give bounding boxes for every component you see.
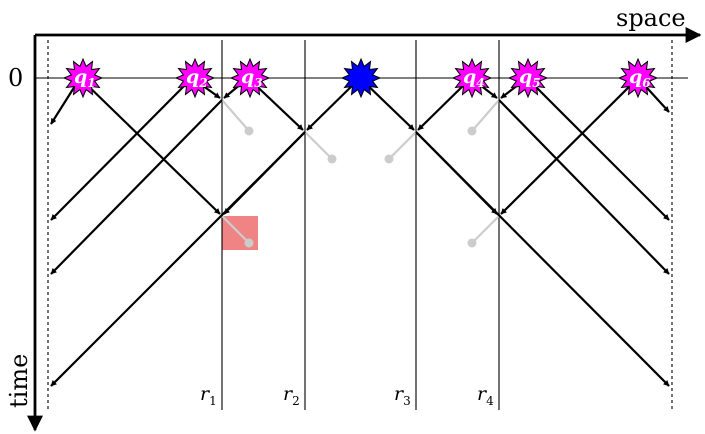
receiver-label-3: r3 <box>394 383 411 408</box>
starburst-shape <box>62 57 104 99</box>
receiver-label-1: r1 <box>200 383 217 408</box>
source-q1: q1 <box>62 57 104 99</box>
source-q4: q4 <box>451 57 493 99</box>
gray-dot <box>244 126 254 136</box>
receiver-label-4: r4 <box>477 383 494 408</box>
source-q3: q3 <box>229 57 271 99</box>
ray <box>415 131 670 387</box>
gray-dot <box>467 238 477 248</box>
ray <box>526 77 670 221</box>
time-axis-label: time <box>5 354 33 408</box>
starburst-shape <box>229 57 271 99</box>
source-label: q4 <box>463 66 485 90</box>
source-label: q2 <box>186 66 208 90</box>
source-q2: q2 <box>174 57 216 99</box>
gray-ray <box>471 215 500 244</box>
gray-dot <box>327 154 337 164</box>
ray <box>500 77 639 215</box>
gray-ray <box>221 215 250 244</box>
ray <box>50 77 193 221</box>
source-label: q1 <box>74 66 96 90</box>
origin-label: 0 <box>8 64 23 92</box>
source-q5: q5 <box>507 57 549 99</box>
gray-ray <box>221 99 250 132</box>
gray-rays <box>221 99 500 248</box>
starburst-shape <box>451 57 493 99</box>
wave-rays <box>50 77 670 387</box>
starburst-shape <box>617 57 659 99</box>
receiver-label-2: r2 <box>283 383 300 408</box>
gray-dot <box>467 126 477 136</box>
gray-ray <box>471 99 500 132</box>
ray <box>79 77 221 215</box>
source-label: q5 <box>519 66 541 90</box>
source-label: q6 <box>629 66 651 90</box>
source-blue <box>340 57 382 99</box>
starburst-shape <box>340 57 382 99</box>
ray <box>50 99 223 275</box>
ray <box>50 131 306 387</box>
ray <box>498 99 670 275</box>
source-q6: q6 <box>617 57 659 99</box>
starburst-shape <box>507 57 549 99</box>
sources: q1 q2 q3 q4 q5 q6 <box>62 57 659 99</box>
space-axis-label: space <box>616 4 686 32</box>
starburst-shape <box>174 57 216 99</box>
gray-ray <box>388 131 417 160</box>
gray-dot <box>384 154 394 164</box>
gray-dot <box>244 238 254 248</box>
gray-ray <box>304 131 333 160</box>
source-label: q3 <box>241 66 263 90</box>
